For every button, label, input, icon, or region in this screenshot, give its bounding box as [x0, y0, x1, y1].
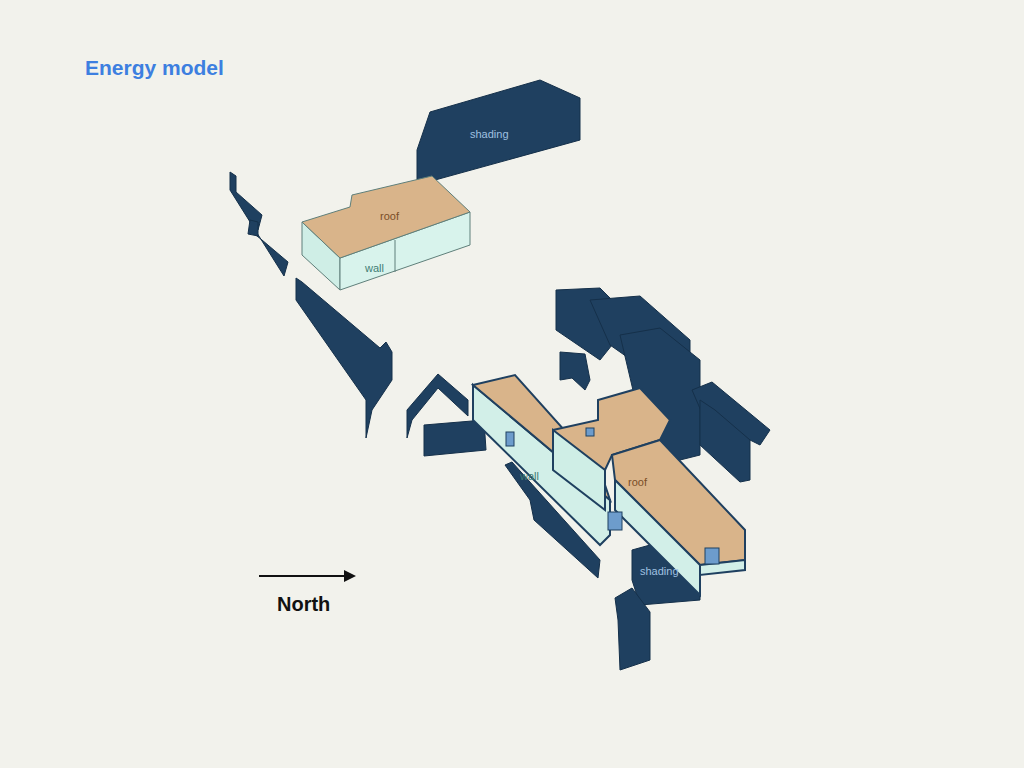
roof-texture: roof	[628, 476, 647, 488]
shading-surface	[248, 220, 258, 236]
wall-surface	[553, 430, 605, 510]
north-label: North	[277, 593, 330, 616]
shading-surface	[424, 420, 486, 456]
north-arrow-line	[259, 575, 345, 577]
shading-surface	[417, 80, 580, 185]
wall-surface	[615, 480, 700, 595]
wall-texture: wall	[520, 470, 539, 482]
wall-edge	[395, 240, 396, 272]
shading-surface	[560, 352, 590, 390]
wall-texture: wall	[365, 262, 384, 274]
roof-texture: roof	[380, 210, 399, 222]
window	[705, 548, 719, 564]
shading-surface	[230, 172, 288, 276]
window	[608, 512, 622, 530]
shading-surface	[615, 588, 650, 670]
diagram-title: Energy model	[85, 56, 224, 80]
roof-surface	[302, 176, 470, 258]
shading-texture: shading	[640, 565, 679, 577]
skylight	[586, 428, 594, 436]
shading-surface	[296, 278, 392, 438]
shading-surface	[700, 400, 750, 482]
window	[506, 432, 514, 446]
north-arrow-head	[344, 570, 356, 582]
shading-texture: shading	[470, 128, 509, 140]
